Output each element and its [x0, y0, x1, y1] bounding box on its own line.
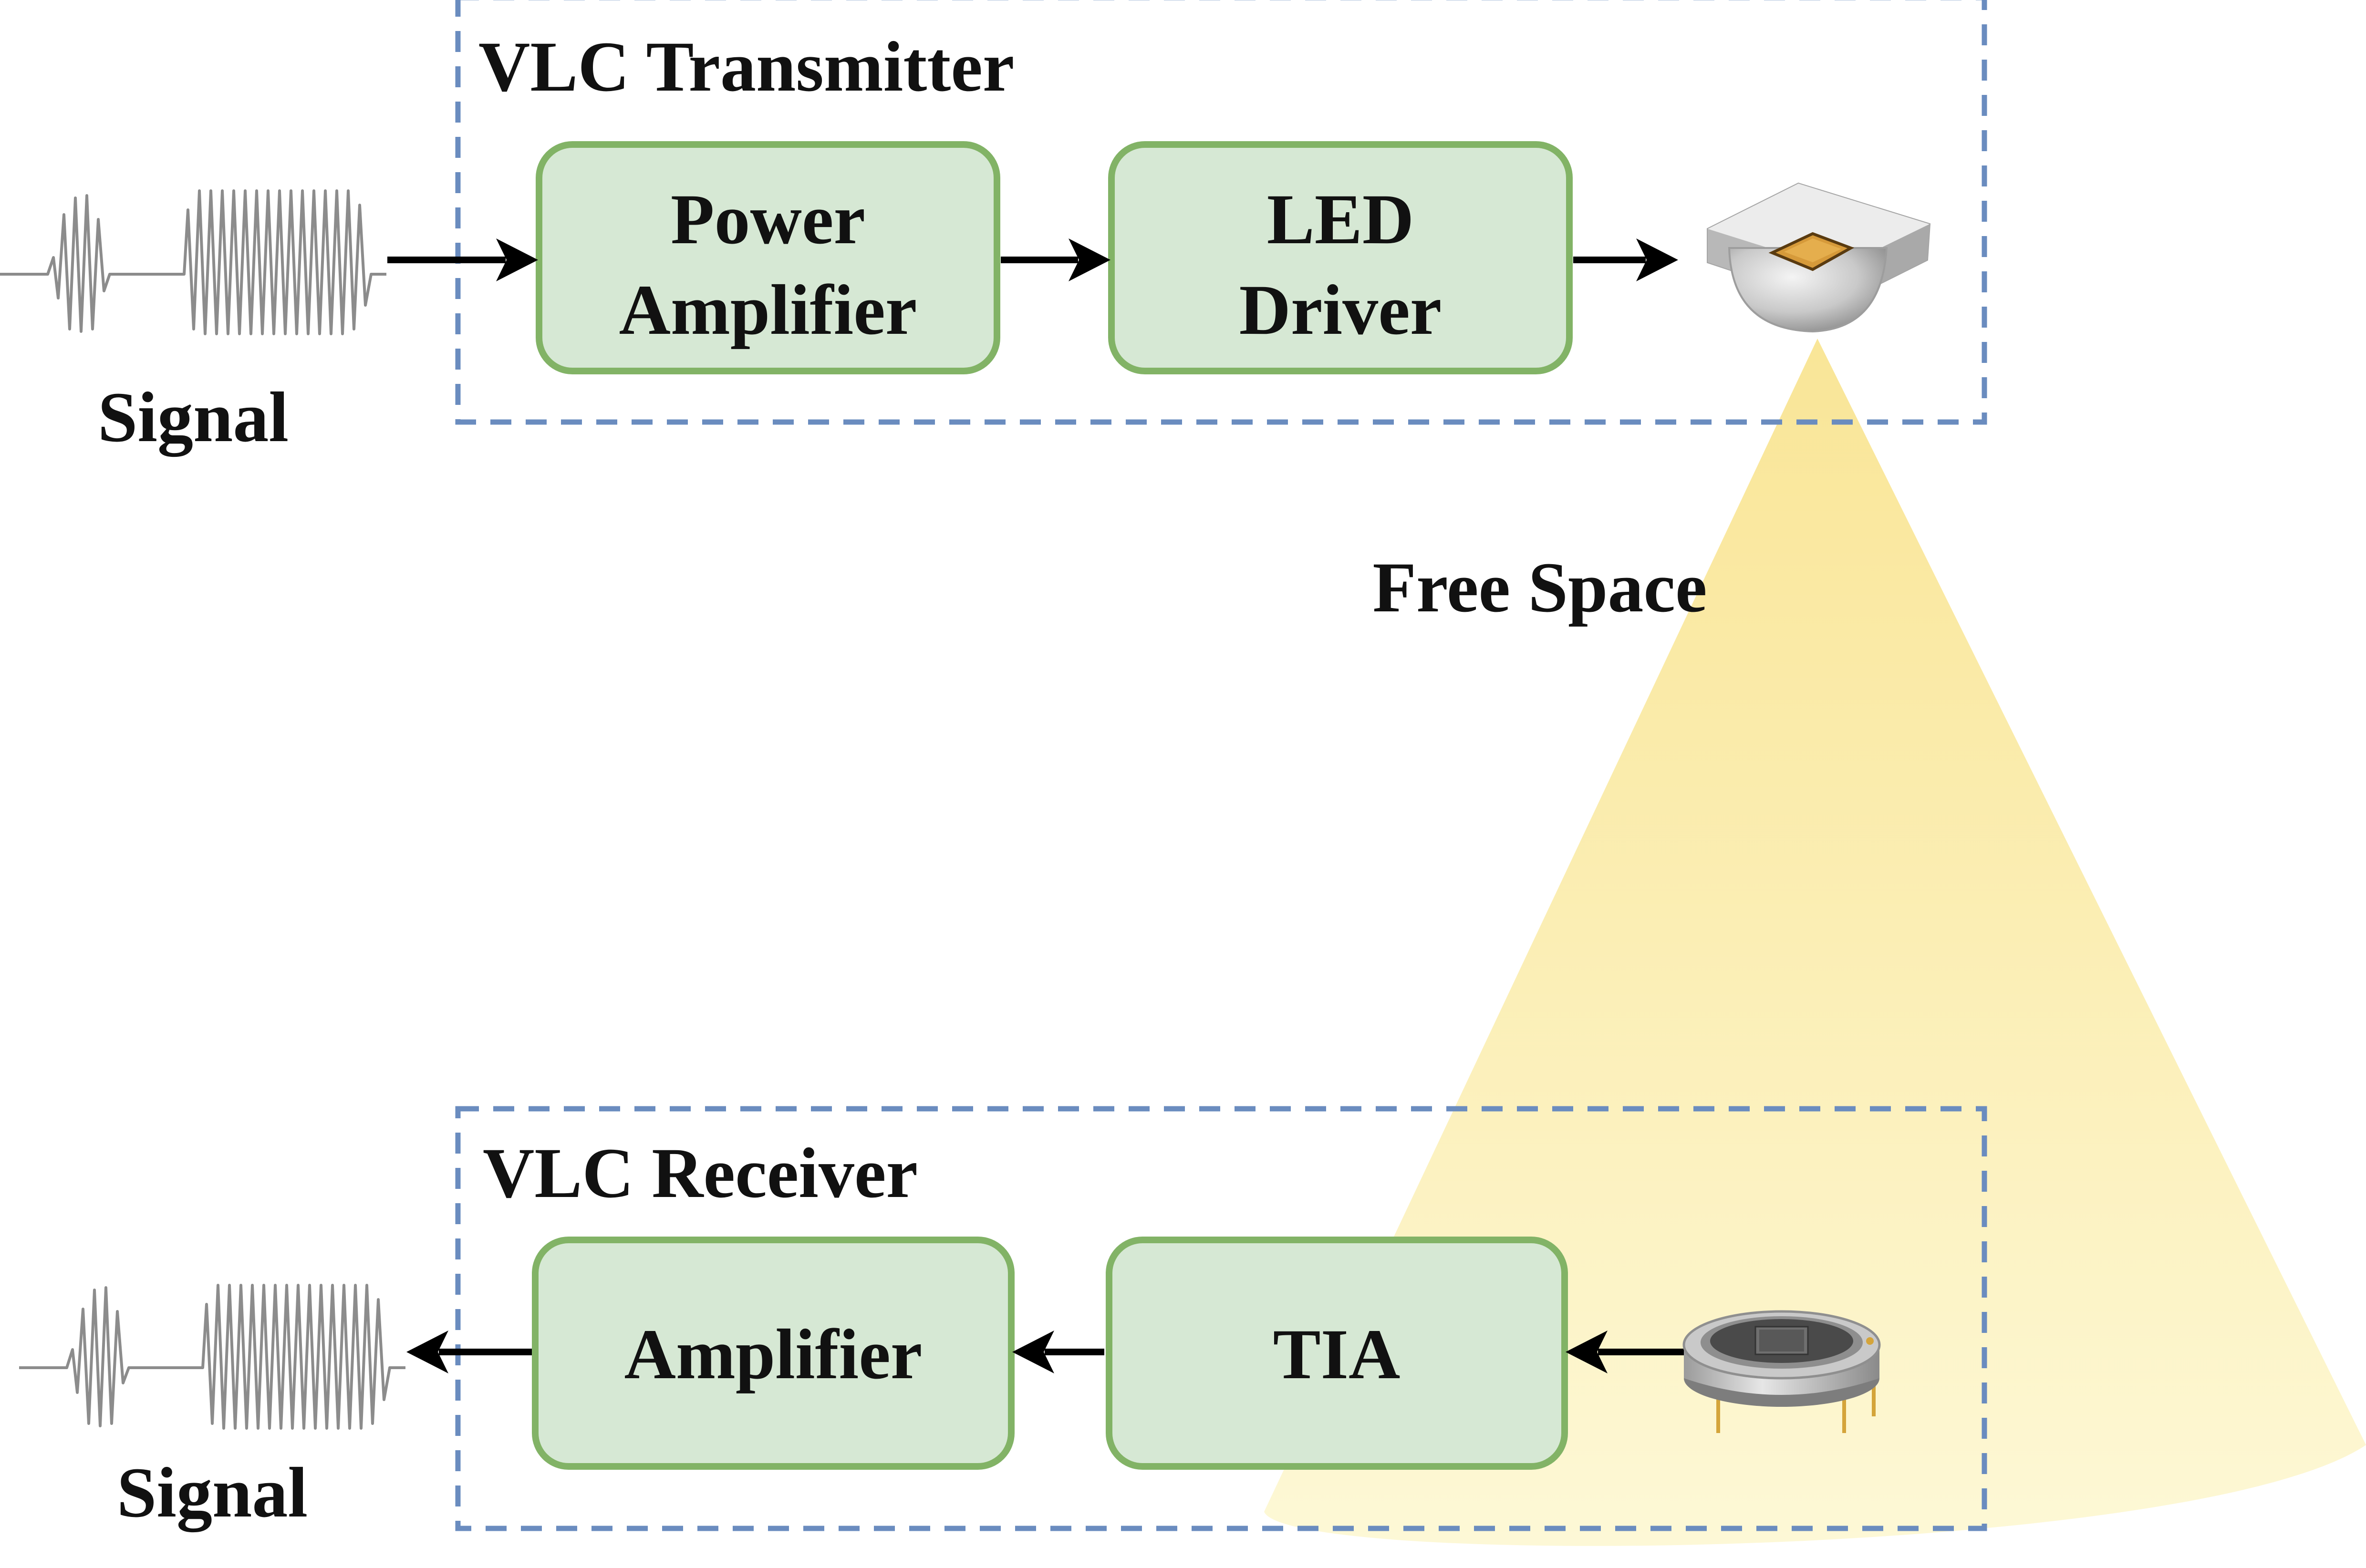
output-signal-label: Signal [117, 1453, 308, 1532]
arrow-led-driver-to-led [1573, 238, 1678, 281]
arrow-signal-to-power-amplifier [387, 238, 538, 281]
transmitter-frame [455, 0, 1987, 425]
free-space-label: Free Space [1372, 548, 1707, 627]
receiver-frame [455, 1106, 1987, 1531]
photodiode-icon [1682, 1310, 1881, 1433]
input-signal-label: Signal [98, 378, 289, 457]
power-amplifier-label-line1: Power [671, 180, 865, 259]
led-driver-block: LED Driver [1108, 141, 1573, 374]
receiver-title: VLC Receiver [483, 1134, 918, 1213]
amplifier-label: Amplifier [624, 1315, 923, 1394]
arrow-power-amplifier-to-led-driver [1001, 238, 1110, 281]
arrow-tia-to-amplifier [1012, 1331, 1104, 1373]
input-waveform-icon [0, 189, 386, 335]
arrow-amplifier-to-signal [406, 1331, 532, 1373]
led-emitter-icon [1707, 182, 1931, 333]
led-driver-label-line1: LED [1267, 180, 1414, 259]
amplifier-block: Amplifier [532, 1237, 1015, 1470]
tia-block: TIA [1106, 1237, 1568, 1470]
led-driver-label-line2: Driver [1239, 270, 1442, 350]
power-amplifier-block: Power Amplifier [536, 141, 1000, 374]
transmitter-title: VLC Transmitter [478, 27, 1014, 106]
tia-label: TIA [1273, 1315, 1401, 1394]
power-amplifier-label-line2: Amplifier [619, 270, 917, 350]
output-waveform-icon [19, 1284, 405, 1430]
